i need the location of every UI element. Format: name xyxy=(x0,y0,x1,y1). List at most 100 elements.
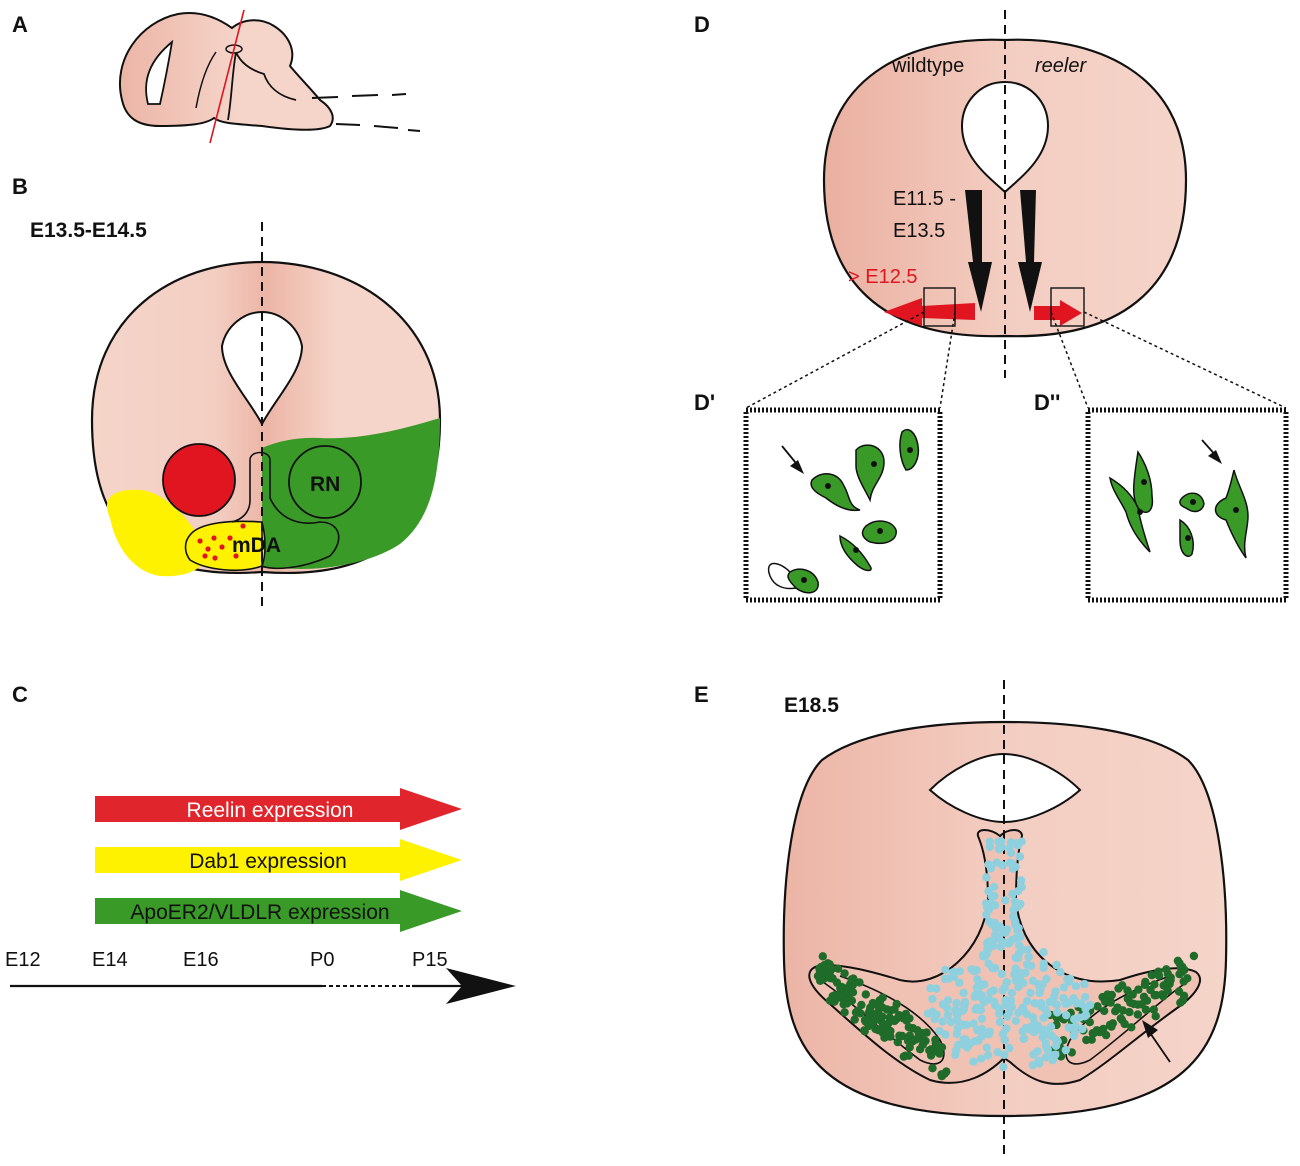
cell-dot xyxy=(1140,980,1150,989)
panel-b-coronal-section: RN mDA xyxy=(90,222,442,612)
cell-dot xyxy=(951,1050,960,1060)
cell-dot xyxy=(892,999,901,1009)
cell-dot xyxy=(960,997,970,1007)
cell-dot xyxy=(986,988,995,997)
panel-label-d-double-prime: D'' xyxy=(1034,390,1060,415)
cell-dot xyxy=(825,973,835,982)
cell-dot xyxy=(1002,1024,1011,1033)
cell-dot xyxy=(1033,1047,1042,1056)
cell-dot xyxy=(994,845,1004,854)
cell-dot xyxy=(932,984,941,993)
cell-dot xyxy=(979,998,988,1007)
stage-e11-line1: E11.5 - xyxy=(893,188,956,210)
cell-dot xyxy=(1014,923,1023,933)
cell-dot xyxy=(996,837,1006,846)
cell-dot xyxy=(949,972,958,981)
cell-dot xyxy=(962,1020,971,1029)
cell-dot xyxy=(997,969,1007,979)
cell-dot xyxy=(1063,975,1072,984)
cell-dot xyxy=(984,887,993,896)
cell-dot xyxy=(1037,1002,1046,1011)
cell-dot xyxy=(1154,971,1164,980)
panel-d-double-prime-reeler-cells xyxy=(1085,407,1289,603)
cell-dot xyxy=(1002,925,1012,934)
panel-d-coronal-section: wildtype reeler E11.5 - E13.5 > E12.5 xyxy=(745,10,1287,409)
cell-dot xyxy=(1059,993,1068,1003)
timeline-p15: P15 xyxy=(412,949,448,971)
cell-dot xyxy=(919,1037,928,1047)
cell-dot xyxy=(943,1010,953,1020)
cell-dot xyxy=(847,996,857,1005)
cell-dot xyxy=(818,952,827,961)
cell-dot xyxy=(1022,1009,1031,1019)
panel-c-expression-bars: Reelin expression Dab1 expression ApoER2… xyxy=(95,788,462,932)
cell-dot xyxy=(1178,996,1187,1005)
cell-dot xyxy=(985,842,994,852)
cell-dot xyxy=(1039,963,1048,972)
cell-dot xyxy=(1021,968,1030,977)
cell-dot xyxy=(857,1000,866,1010)
cell-dot xyxy=(928,1064,937,1073)
dab1-lateral-region xyxy=(106,489,207,577)
cell-dot xyxy=(1046,1022,1056,1031)
cell-dot xyxy=(954,1040,963,1050)
cell-dot xyxy=(1015,852,1025,861)
cell-dot xyxy=(883,1026,892,1035)
reelin-bar xyxy=(95,788,462,830)
reelin-dots xyxy=(197,523,246,561)
cell-dot xyxy=(1100,997,1110,1006)
cell-dot xyxy=(1011,862,1020,871)
cell-dot xyxy=(905,1035,914,1045)
cell-dot xyxy=(863,1016,872,1026)
cell-dot xyxy=(994,932,1003,941)
cell-dot xyxy=(1071,982,1081,991)
red-stage-label: > E12.5 xyxy=(848,266,918,288)
cell-dot xyxy=(982,910,991,919)
cell-dot xyxy=(1052,1000,1062,1009)
timeline-e12: E12 xyxy=(5,949,41,971)
cell-dot xyxy=(1127,1023,1136,1032)
cell-dot xyxy=(904,1051,913,1060)
cell-dot xyxy=(938,1000,948,1009)
cell-dot xyxy=(1134,985,1143,994)
cell-dot xyxy=(915,1045,925,1054)
cell-dot xyxy=(987,901,996,910)
cell-dot xyxy=(1120,1019,1129,1029)
cell-dot xyxy=(1101,1030,1111,1040)
cell-dot xyxy=(982,873,991,882)
cell-dot xyxy=(1126,998,1135,1007)
cell-dot xyxy=(1010,897,1020,906)
cell-dot xyxy=(937,1072,947,1081)
wildtype-lateral-arrow xyxy=(884,298,975,326)
cell-dot xyxy=(1059,983,1069,992)
cell-dot xyxy=(983,944,992,953)
cell-dot xyxy=(1071,997,1080,1006)
cell-dot xyxy=(1007,1002,1016,1011)
cell-dot xyxy=(1028,1061,1038,1070)
cell-dot xyxy=(1051,987,1060,996)
wildtype-label: wildtype xyxy=(891,55,964,77)
cell-dot xyxy=(1051,1041,1061,1051)
cell-dot xyxy=(984,1051,993,1060)
timeline-p0: P0 xyxy=(310,949,334,971)
cell-dot xyxy=(898,1031,907,1041)
cell-dot xyxy=(905,1014,914,1023)
cell-dot xyxy=(1082,1035,1091,1045)
cell-dot xyxy=(1080,992,1090,1002)
cell-dot xyxy=(993,1048,1002,1057)
cell-dot xyxy=(873,1001,883,1010)
cell-dot xyxy=(959,988,968,998)
cell-dot xyxy=(976,981,985,991)
cell-dot xyxy=(966,1039,975,1048)
panel-e-stage-label: E18.5 xyxy=(784,694,839,717)
cell-dot xyxy=(1080,979,1089,989)
cell-dot xyxy=(1007,935,1017,945)
cell-dot xyxy=(999,1062,1008,1072)
cell-dot xyxy=(873,1008,883,1017)
cell-dot xyxy=(855,978,864,987)
cell-dot xyxy=(1017,876,1026,885)
cell-dot xyxy=(992,858,1001,867)
cell-dot xyxy=(958,1006,968,1015)
panel-c-timeline: E12 E14 E16 P0 P15 xyxy=(5,949,516,1004)
